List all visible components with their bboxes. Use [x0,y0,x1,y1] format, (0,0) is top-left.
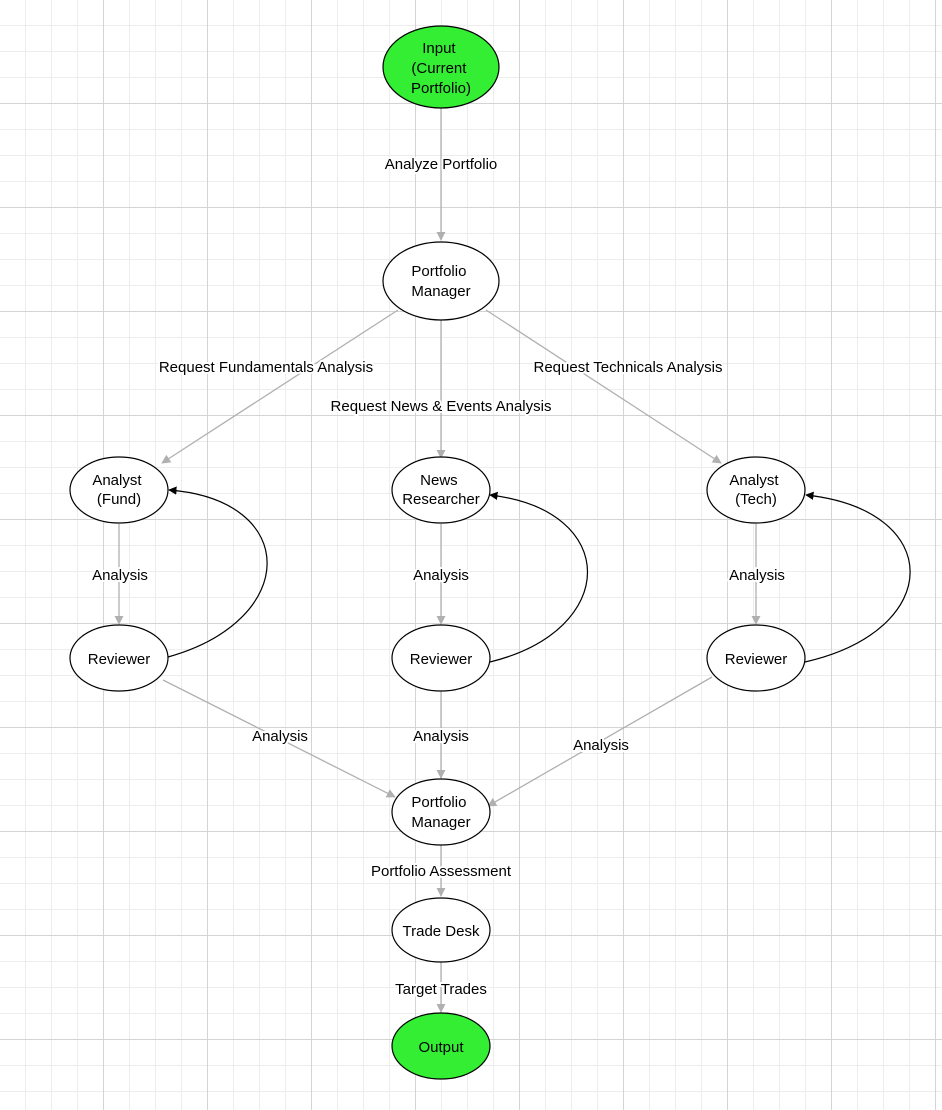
reviewer-news-ellipse [391,624,491,692]
node-reviewer-tech[interactable]: Reviewer [706,624,806,692]
edge-pm-to-analyst-tech [485,309,722,464]
output-label: Output [418,1039,464,1056]
news-researcher-ellipse [391,456,491,524]
node-analyst-tech[interactable]: Analyst (Tech) [706,456,806,524]
node-output[interactable]: Output [391,1012,491,1080]
reviewer-fund-ellipse [69,624,169,692]
news-researcher-label-line-2: Researcher [402,491,480,508]
analyst-tech-ellipse [706,456,806,524]
analyst-fund-ellipse [69,456,169,524]
pm-top-label-line-1: Portfolio [411,263,466,280]
trade-desk-label: Trade Desk [403,923,480,940]
reviewer-tech-label: Reviewer [725,651,788,668]
news-researcher-label: News Researcher [402,472,480,508]
output-ellipse [391,1012,491,1080]
label-news-analysis: Analysis [413,567,469,584]
label-request-fundamentals: Request Fundamentals Analysis [159,359,373,376]
pm-bottom-label: Portfolio Manager [411,794,470,831]
label-fund-analysis: Analysis [92,567,148,584]
edge-reviewer-fund-to-pm [162,679,396,798]
label-portfolio-assessment: Portfolio Assessment [371,863,512,880]
input-label-line-2: (Current [411,60,467,77]
node-trade-desk[interactable]: Trade Desk [391,897,491,963]
edge-reviewer-tech-to-pm [487,676,713,807]
pm-top-label: Portfolio Manager [411,263,470,300]
pm-bottom-label-line-2: Manager [411,814,470,831]
feedback-reviewer-news-to-researcher [489,491,589,663]
label-target-trades: Target Trades [395,981,487,998]
reviewer-news-label: Reviewer [410,651,473,668]
pm-top-ellipse [382,241,500,321]
analyst-fund-label-line-1: Analyst [92,472,142,489]
analyst-fund-label-line-2: (Fund) [97,491,141,508]
trade-desk-label-line-1: Trade Desk [403,923,480,940]
reviewer-tech-label-line-1: Reviewer [725,651,788,668]
input-label: Input (Current Portfolio) [411,40,471,97]
label-tech-review-to-pm: Analysis [573,737,629,754]
node-analyst-fund[interactable]: Analyst (Fund) [69,456,169,524]
pm-bottom-ellipse [391,778,491,846]
pm-top-label-line-2: Manager [411,283,470,300]
news-researcher-label-line-1: News [420,472,458,489]
feedback-reviewer-fund-to-analyst [167,486,268,658]
input-ellipse [382,25,500,109]
input-label-line-3: Portfolio) [411,80,471,97]
reviewer-fund-label: Reviewer [88,651,151,668]
node-reviewer-fund[interactable]: Reviewer [69,624,169,692]
trade-desk-ellipse [391,897,491,963]
label-request-technicals: Request Technicals Analysis [534,359,723,376]
node-reviewer-news[interactable]: Reviewer [391,624,491,692]
node-input[interactable]: Input (Current Portfolio) [382,25,500,109]
feedback-edges [167,486,911,663]
node-news-researcher[interactable]: News Researcher [391,456,491,524]
label-request-news-events: Request News & Events Analysis [331,398,552,415]
analyst-tech-label-line-1: Analyst [729,472,779,489]
edge-pm-to-analyst-fund [161,309,399,464]
output-label-line-1: Output [418,1039,464,1056]
label-tech-analysis: Analysis [729,567,785,584]
edge-labels: Analyze Portfolio Request Fundamentals A… [90,154,787,1000]
label-news-review-to-pm: Analysis [413,728,469,745]
analyst-tech-label: Analyst (Tech) [729,472,782,508]
edges [114,108,761,1013]
label-analyze-portfolio: Analyze Portfolio [385,156,498,173]
analyst-tech-label-line-2: (Tech) [735,491,777,508]
reviewer-news-label-line-1: Reviewer [410,651,473,668]
input-label-line-1: Input [422,40,456,57]
pm-bottom-label-line-1: Portfolio [411,794,466,811]
node-portfolio-manager-bottom[interactable]: Portfolio Manager [391,778,491,846]
node-portfolio-manager-top[interactable]: Portfolio Manager [382,241,500,321]
label-fund-review-to-pm: Analysis [252,728,308,745]
analyst-fund-label: Analyst (Fund) [92,472,145,508]
feedback-reviewer-tech-to-analyst [804,491,911,663]
reviewer-tech-ellipse [706,624,806,692]
reviewer-fund-label-line-1: Reviewer [88,651,151,668]
